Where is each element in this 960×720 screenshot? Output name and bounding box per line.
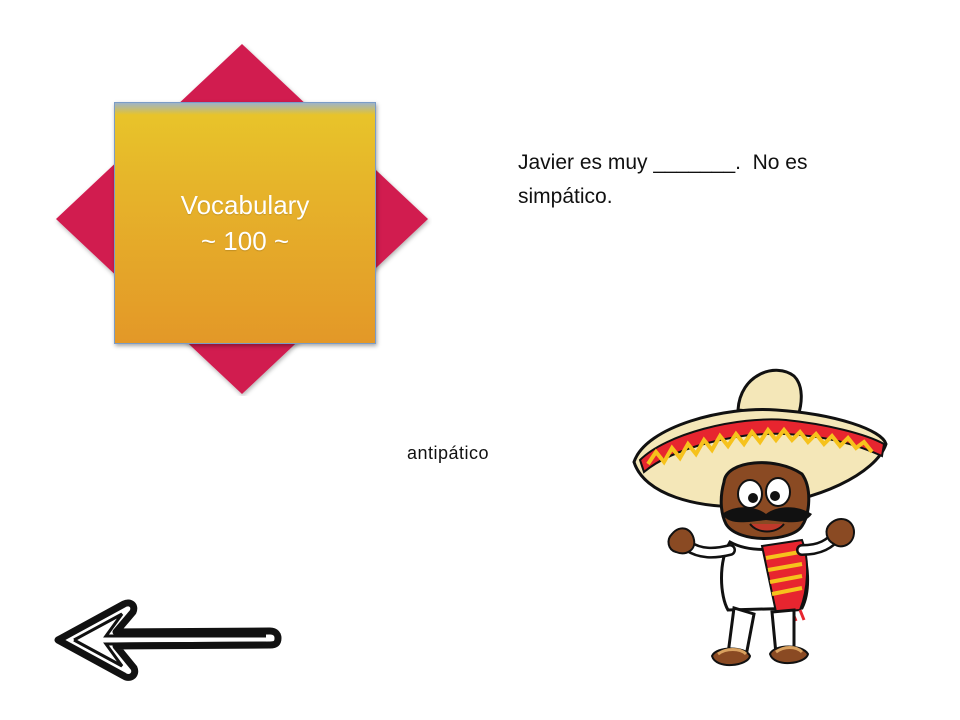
category-card[interactable]: Vocabulary ~ 100 ~ [114,102,376,344]
answer-text: antipático [407,443,490,463]
mexican-man-sombrero-illustration [632,368,888,666]
question-text: Javier es muy _______. No es simpático. [518,146,878,214]
category-tile[interactable]: Vocabulary ~ 100 ~ [52,42,432,396]
question-line-2: simpático. [518,185,613,208]
question-line-1: Javier es muy _______. No es [518,151,808,174]
category-title: Vocabulary [180,190,310,220]
point-value: ~ 100 ~ [200,226,290,256]
left-arrow-icon[interactable] [52,598,284,682]
